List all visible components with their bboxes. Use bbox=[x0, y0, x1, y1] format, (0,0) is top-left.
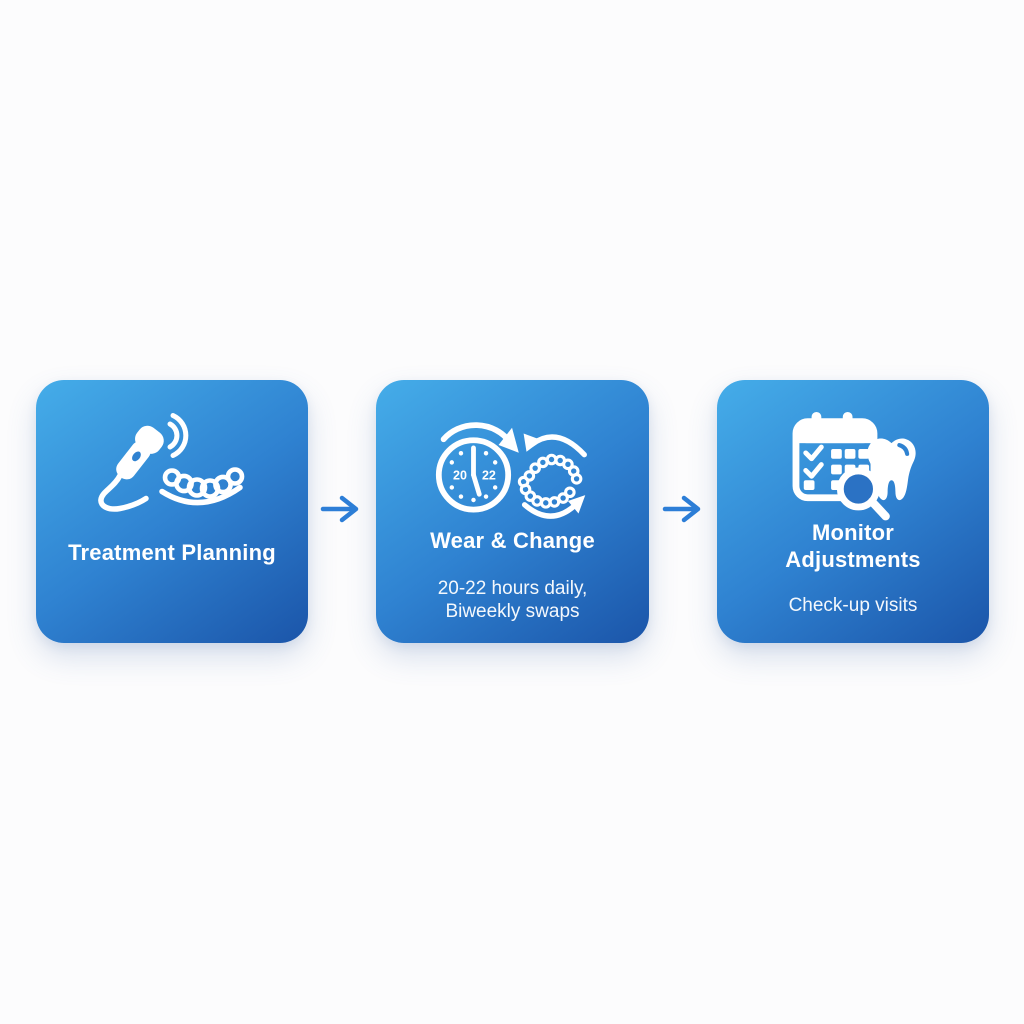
clock-aligner-swap-icon: 20 22 bbox=[376, 420, 649, 526]
calendar-tooth-magnifier-icon bbox=[717, 410, 989, 527]
clock-number-left: 20 bbox=[453, 469, 467, 483]
flow-arrow-icon bbox=[662, 493, 706, 525]
step-title: Wear & Change bbox=[430, 528, 595, 553]
step-title: Monitor Adjustments bbox=[785, 520, 921, 572]
step-subtitle: Check-up visits bbox=[788, 595, 918, 616]
step-title: Treatment Planning bbox=[68, 540, 276, 565]
clock-number-right: 22 bbox=[481, 469, 495, 483]
intraoral-scanner-teeth-icon bbox=[36, 412, 308, 520]
flow-arrow-icon bbox=[320, 493, 364, 525]
step-card-treatment-planning: Treatment Planning bbox=[36, 380, 308, 643]
step-subtitle: 20-22 hours daily, Biweekly swaps bbox=[437, 578, 588, 622]
step-card-monitor-adjustments: Monitor Adjustments Check-up visits bbox=[717, 380, 989, 643]
step-card-wear-and-change: 20 22 bbox=[376, 380, 649, 643]
